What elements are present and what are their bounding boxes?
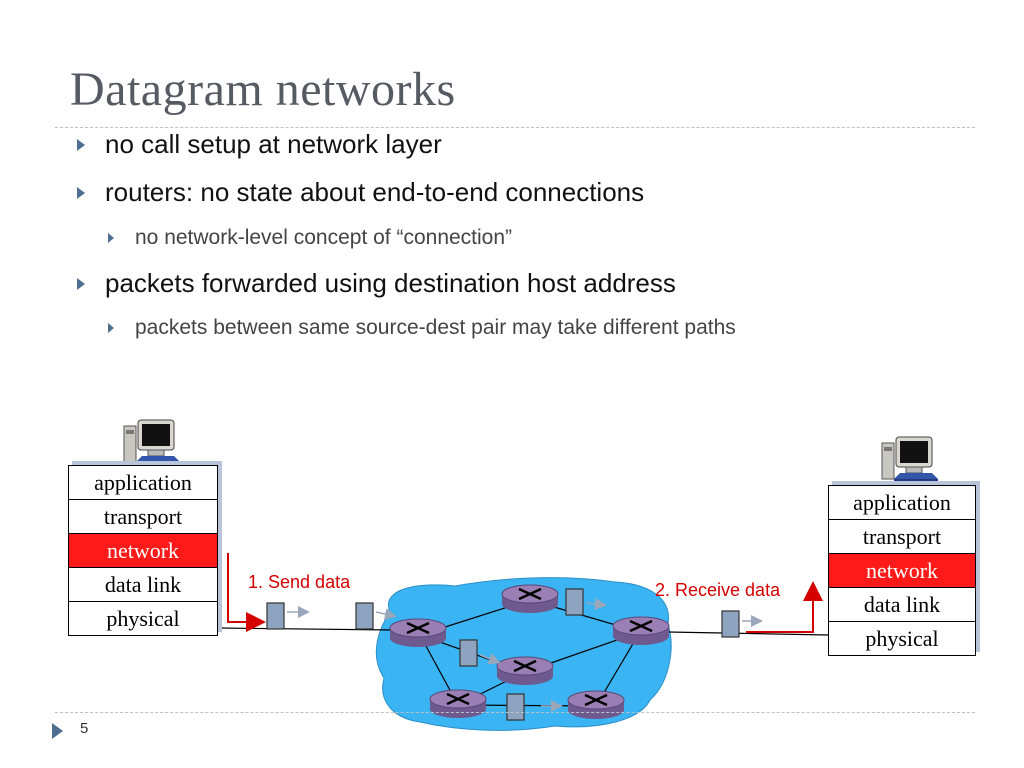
- bullet-text: routers: no state about end-to-end conne…: [105, 177, 645, 207]
- sub-bullet-triangle-icon: [108, 323, 114, 333]
- router-icon: [501, 584, 559, 613]
- bullet-item: packets forwarded using destination host…: [77, 268, 676, 299]
- destination-protocol-stack: application transport network data link …: [828, 485, 976, 656]
- packet-icon: [355, 602, 374, 630]
- slide-title: Datagram networks: [70, 63, 456, 116]
- packet-icon: [506, 693, 525, 721]
- router-icon: [496, 656, 554, 685]
- sub-bullet-item: packets between same source-dest pair ma…: [108, 316, 736, 340]
- title-divider: [55, 127, 975, 128]
- stack-layer-highlighted: network: [69, 533, 217, 567]
- stack-layer: application: [853, 490, 951, 515]
- send-arrow: [227, 553, 266, 632]
- sub-bullet-triangle-icon: [108, 233, 114, 243]
- bullet-triangle-icon: [77, 138, 85, 151]
- stack-layer: transport: [829, 519, 975, 553]
- page-number: 5: [80, 720, 89, 737]
- router-icon: [612, 616, 670, 645]
- bullet-item: no call setup at network layer: [77, 129, 442, 160]
- sub-bullet-text: packets between same source-dest pair ma…: [135, 316, 736, 339]
- router-icon: [567, 690, 625, 719]
- stack-layer: physical: [69, 601, 217, 635]
- stack-layer: data link: [69, 567, 217, 601]
- bullet-item: routers: no state about end-to-end conne…: [77, 177, 644, 208]
- router-icon: [389, 618, 447, 647]
- bullet-text: no call setup at network layer: [105, 129, 442, 159]
- stack-layer: transport: [69, 499, 217, 533]
- receive-arrow: [746, 581, 823, 633]
- receive-data-label: 2. Receive data: [655, 580, 781, 600]
- packet-icon: [565, 588, 584, 616]
- stack-layer: data link: [829, 587, 975, 621]
- source-protocol-stack: application transport network data link …: [68, 465, 218, 636]
- bullet-triangle-icon: [77, 186, 85, 199]
- stack-layer: application: [94, 470, 192, 495]
- footer-divider: [55, 712, 975, 713]
- computer-icon: [881, 436, 938, 483]
- stack-layer-highlighted: network: [829, 553, 975, 587]
- stack-layer: physical: [829, 621, 975, 655]
- sub-bullet-text: no network-level concept of “connection”: [135, 226, 513, 249]
- computer-icon: [123, 419, 180, 466]
- bullet-triangle-icon: [77, 277, 85, 290]
- packet-icon: [721, 610, 740, 638]
- sub-bullet-item: no network-level concept of “connection”: [108, 226, 512, 250]
- packet-icon: [266, 602, 285, 630]
- router-icon: [429, 689, 487, 718]
- send-data-label: 1. Send data: [248, 572, 351, 592]
- packet-icon: [459, 639, 478, 667]
- footer-triangle-icon: [52, 723, 63, 739]
- bullet-text: packets forwarded using destination host…: [105, 268, 676, 298]
